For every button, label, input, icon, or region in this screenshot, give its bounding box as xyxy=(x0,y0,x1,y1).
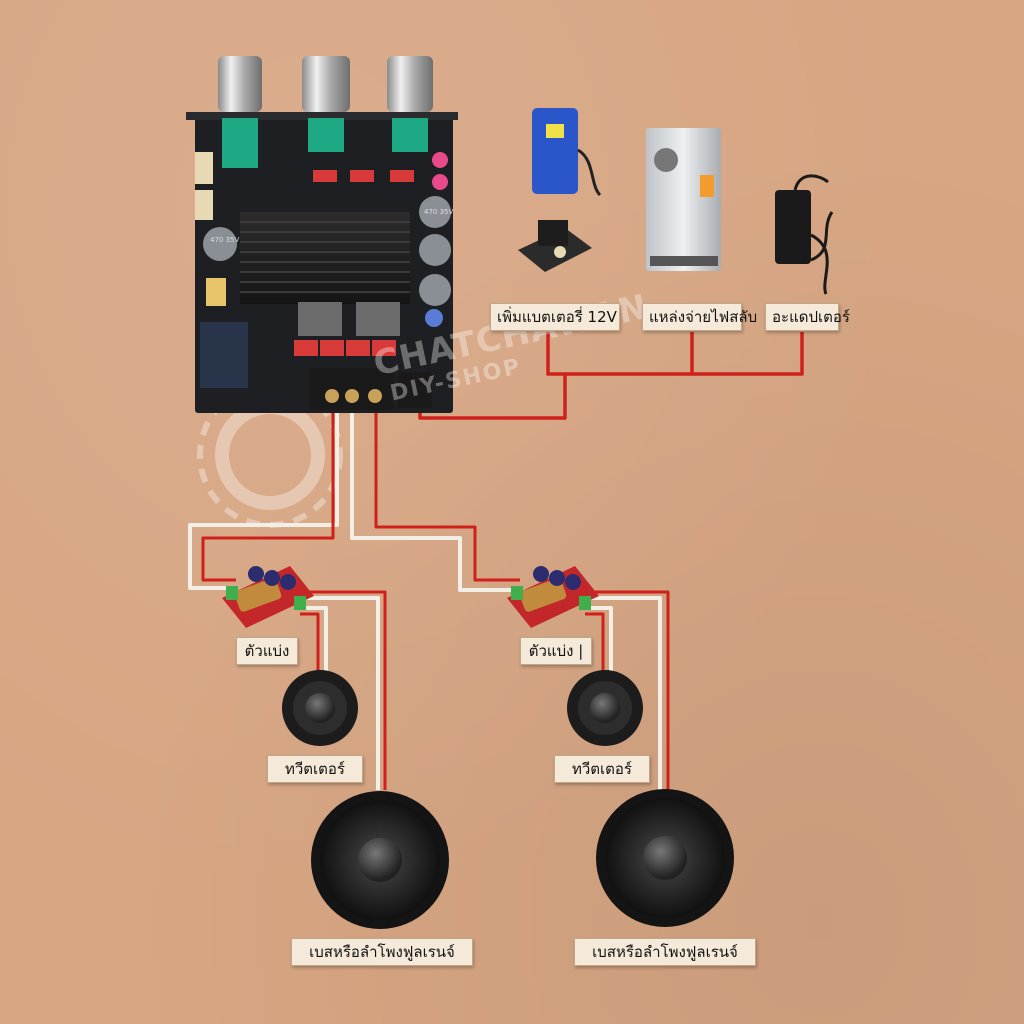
label-battery: เพิ่มแบตเตอรี่ 12V xyxy=(490,303,620,331)
crossover-right-icon xyxy=(507,566,599,628)
label-woofer-right: เบสหรือลำโพงฟูลเรนจ์ xyxy=(574,938,756,966)
ac-adapter-icon xyxy=(775,174,834,295)
label-adapter: อะแดปเตอร์ xyxy=(765,303,850,331)
label-crossover-left: ตัวแบ่ง xyxy=(236,637,298,665)
crossover-left-icon xyxy=(222,566,314,628)
label-crossover-right: ตัวแบ่ง | xyxy=(520,637,592,665)
woofer-right-icon xyxy=(596,789,734,927)
tweeter-left-icon xyxy=(282,670,358,746)
battery-pack-icon xyxy=(532,108,602,197)
label-switching-supply: แหล่งจ่ายไฟสลับ xyxy=(642,303,757,331)
label-tweeter-left: ทวีตเตอร์ xyxy=(267,755,363,783)
board-cap-marking-1: 470 35V xyxy=(210,236,239,244)
woofer-left-icon xyxy=(311,791,449,929)
right-channel-wiring xyxy=(350,410,670,790)
left-channel-wiring xyxy=(188,408,387,790)
amplifier-board-icon xyxy=(186,56,458,413)
board-cap-marking-2: 470 35V xyxy=(424,208,453,216)
label-woofer-left: เบสหรือลำโพงฟูลเรนจ์ xyxy=(291,938,473,966)
tweeter-right-icon xyxy=(567,670,643,746)
converter-module-icon xyxy=(518,220,592,272)
switching-power-supply-icon xyxy=(646,128,721,271)
label-tweeter-right: ทวีตเตอร์ xyxy=(554,755,650,783)
